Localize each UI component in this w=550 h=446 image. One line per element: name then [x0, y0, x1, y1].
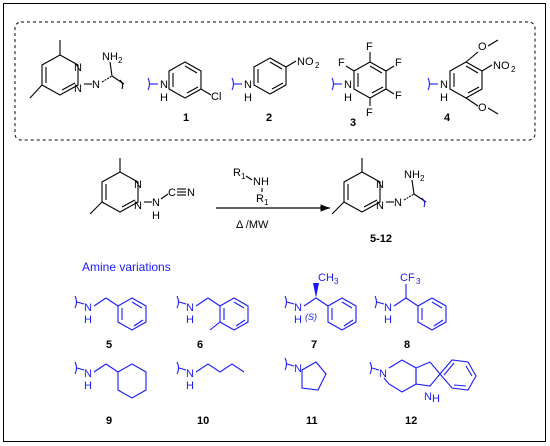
- reactant-ring-n2: N: [134, 200, 142, 212]
- sub3-n: N: [344, 79, 352, 91]
- reactant-c: C: [168, 187, 176, 199]
- core-fragment: N N N NH 2: [29, 40, 125, 99]
- amine7-stereo: (S): [305, 312, 317, 322]
- core-ring-n2: N: [74, 83, 82, 95]
- amine9-n: N: [84, 368, 92, 380]
- reaction-conditions: Δ /MW: [236, 219, 269, 231]
- reactant-ring-n1: N: [134, 179, 142, 191]
- amine-8: N H CF 3 8: [374, 272, 447, 351]
- amine7-ch3: CH: [318, 272, 334, 284]
- amine8-cf3-sub: 3: [416, 277, 421, 286]
- reagent-r1-bottom-sub: 1: [264, 198, 269, 207]
- amine7-n: N: [294, 302, 302, 314]
- sub1-label: 1: [183, 112, 189, 124]
- substituent-2: N H NO 2 2: [231, 56, 320, 124]
- amine9-h: H: [84, 380, 92, 392]
- amine11-label: 11: [306, 415, 318, 427]
- amine10-n: N: [186, 368, 194, 380]
- reactant-nh-n: N: [152, 197, 160, 209]
- outer-frame: [3, 3, 546, 442]
- amine8-label: 8: [404, 339, 410, 351]
- reagent: R 1 NH R 1: [233, 167, 269, 207]
- amine6-h: H: [186, 314, 194, 326]
- product-nh2: NH: [404, 169, 420, 181]
- sub2-n: N: [244, 79, 252, 91]
- sub4-o-bottom: O: [478, 102, 487, 114]
- amine12-label: 12: [405, 415, 417, 427]
- amine12-n: N: [379, 368, 387, 380]
- sub4-o-top: O: [478, 41, 487, 53]
- product-imine-n: N: [394, 197, 402, 209]
- amine8-h: H: [384, 314, 392, 326]
- sub2-no2-sub: 2: [315, 61, 320, 70]
- amine8-cf3: CF: [400, 272, 415, 284]
- sub3-label: 3: [350, 117, 356, 129]
- amine8-n: N: [384, 302, 392, 314]
- amine6-label: 6: [197, 339, 203, 351]
- core-ring-n1: N: [74, 62, 82, 74]
- amine-5: N H 5: [74, 295, 147, 351]
- amine12-indole-h: H: [432, 393, 440, 405]
- reagent-r1-top-sub: 1: [241, 172, 246, 181]
- amine-9: N H 9: [74, 361, 147, 427]
- sub4-n: N: [440, 79, 448, 91]
- amine7-ch3-sub: 3: [334, 277, 339, 286]
- substituent-1: N H Cl 1: [147, 61, 221, 124]
- amine5-n: N: [84, 302, 92, 314]
- sub2-label: 2: [266, 112, 272, 124]
- product: N N N NH 2: [331, 158, 427, 215]
- sub1-n: N: [160, 79, 168, 91]
- amine-12: N N H 12: [369, 359, 477, 427]
- sub1-h: H: [160, 92, 168, 104]
- reactant-n: N: [187, 187, 195, 199]
- amine-10: N H 10: [176, 361, 245, 427]
- amine10-label: 10: [197, 415, 209, 427]
- reagent-r1-bottom: R: [256, 193, 264, 205]
- sub4-h: H: [440, 92, 448, 104]
- amine7-wedge: [313, 283, 319, 298]
- substituent-4: N H O NO 2 O 4: [427, 39, 516, 124]
- sub2-no2: NO: [297, 56, 314, 68]
- sub4-label: 4: [444, 112, 451, 124]
- amine-6: N H 6: [176, 295, 249, 351]
- amine5-h: H: [84, 314, 92, 326]
- amine7-h: H: [294, 314, 302, 326]
- reagent-nh: NH: [253, 176, 269, 188]
- sub1-cl: Cl: [211, 91, 221, 103]
- amine6-n: N: [186, 302, 194, 314]
- reactant-nh-h: H: [152, 210, 160, 222]
- amine10-h: H: [186, 380, 194, 392]
- product-ring-n1: N: [376, 179, 384, 191]
- amine5-label: 5: [106, 339, 112, 351]
- sub3-h: H: [344, 92, 352, 104]
- sub3-f3: F: [395, 57, 402, 69]
- sub3-f2: F: [366, 41, 373, 53]
- product-label: 5-12: [370, 233, 392, 245]
- sub4-no2-sub: 2: [511, 65, 516, 74]
- amine-11: N 11: [284, 357, 327, 427]
- sub3-f4: F: [395, 90, 402, 102]
- amine11-n: N: [294, 363, 302, 375]
- core-nh2-sub: 2: [118, 56, 123, 65]
- sub3-f5: F: [366, 107, 373, 119]
- reagent-r1-top: R: [233, 167, 241, 179]
- sub3-f1: F: [338, 57, 345, 69]
- product-nh2-sub: 2: [420, 174, 425, 183]
- sub2-h: H: [244, 92, 252, 104]
- core-imine-n: N: [92, 79, 100, 91]
- amine9-label: 9: [106, 415, 112, 427]
- product-ring-n2: N: [376, 200, 384, 212]
- sub4-no2: NO: [493, 60, 510, 72]
- reactant: N N N H C N: [89, 158, 195, 222]
- amine-7: N H CH 3 (S) 7: [284, 272, 357, 351]
- amine7-label: 7: [311, 339, 317, 351]
- core-nh2-label: NH: [102, 51, 118, 63]
- amine12-indole-n: N: [424, 391, 432, 403]
- substituent-3: N H F F F F F 3: [331, 41, 402, 129]
- top-dashed-panel: [14, 21, 536, 141]
- amine-variations-title: Amine variations: [82, 260, 171, 274]
